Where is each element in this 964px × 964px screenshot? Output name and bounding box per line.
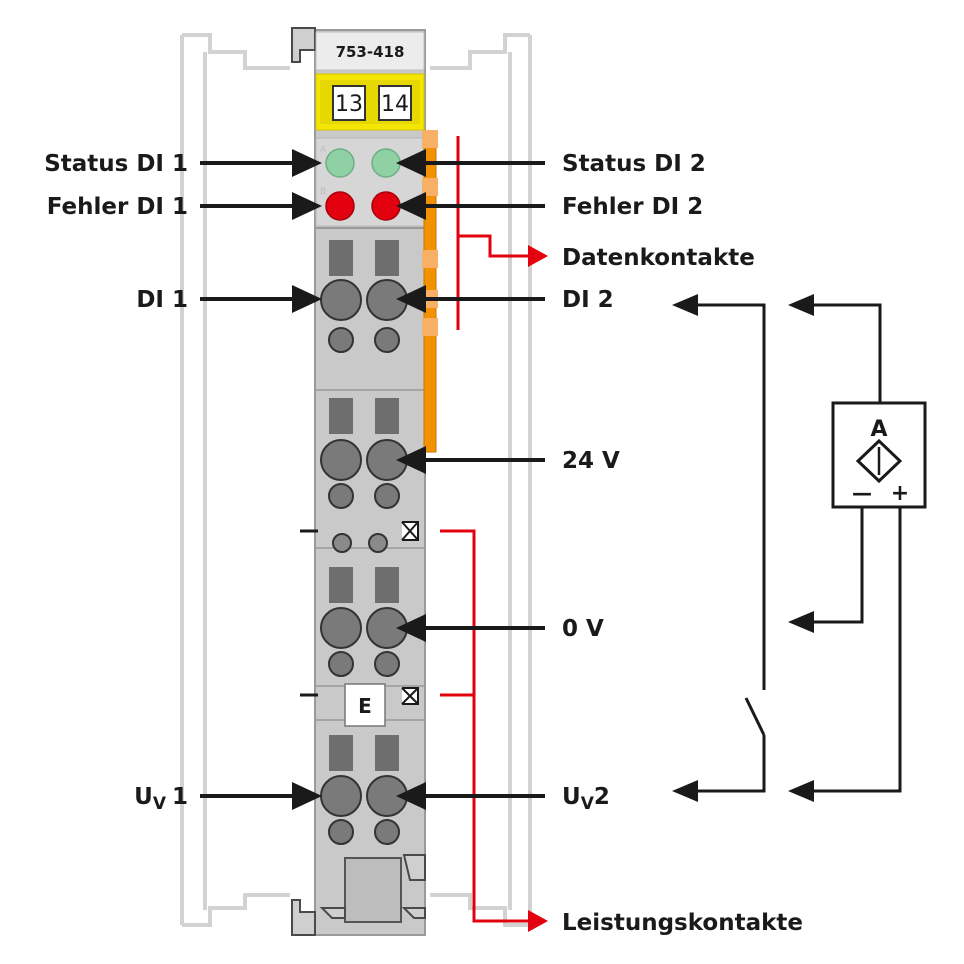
power-contact-clip (401, 521, 419, 541)
sensor-letter: A (870, 417, 887, 442)
sensor-symbol: A — + (831, 401, 927, 509)
power-contact-hole (368, 533, 388, 553)
channel-14-label: 14 (381, 92, 409, 117)
label-di2: DI 2 (562, 287, 614, 313)
label-24v: 24 V (562, 448, 620, 474)
channel-13-box (332, 85, 366, 121)
label-status-di1: Status DI 1 (44, 151, 188, 177)
io-module: 753-418 13 14 (291, 27, 438, 936)
label-di1: DI 1 (136, 287, 188, 313)
power-contact-hole (332, 533, 352, 553)
power-contacts-callout (440, 529, 535, 923)
status-led-di1 (325, 148, 355, 178)
sensor-plus: + (891, 481, 909, 506)
data-contacts-arrowhead (528, 245, 548, 267)
terminal-group-di (320, 240, 408, 353)
label-uv2: UV2 (562, 784, 610, 814)
label-status-di2: Status DI 2 (562, 151, 706, 177)
led-letter-b: B (320, 187, 326, 197)
label-fehler-di1: Fehler DI 1 (47, 194, 188, 220)
channel-13-label: 13 (335, 92, 363, 117)
right-arrowheads (396, 149, 426, 810)
error-led-di2 (371, 191, 401, 221)
model-number: 753-418 (336, 43, 405, 61)
terminal-group-uv (320, 735, 408, 845)
marker-e-label: E (358, 694, 372, 718)
release-tab (344, 857, 402, 923)
terminal-group-0v (320, 567, 408, 677)
external-circuit (690, 303, 902, 793)
power-contacts-arrowhead (528, 910, 548, 932)
top-latch (291, 27, 316, 63)
sensor-minus: — (852, 481, 872, 505)
channel-14-box (378, 85, 412, 121)
bottom-latch (291, 899, 316, 936)
neighbor-module-outline (180, 33, 532, 927)
error-led-di1 (325, 191, 355, 221)
label-datenkontakte: Datenkontakte (562, 245, 755, 271)
marker-e-box (344, 683, 386, 727)
status-led-di2 (371, 148, 401, 178)
power-contact-clip (401, 687, 419, 705)
label-leistungskontakte: Leistungskontakte (562, 910, 803, 936)
left-arrows (200, 161, 318, 798)
label-fehler-di2: Fehler DI 2 (562, 194, 703, 220)
label-0v: 0 V (562, 616, 604, 642)
model-plate (315, 31, 425, 71)
led-letter-a: A (320, 145, 327, 155)
circuit-arrowheads (672, 294, 814, 802)
terminal-group-24v (320, 398, 408, 509)
sensor-diamond-icon (855, 438, 903, 484)
left-arrowheads (292, 149, 322, 810)
